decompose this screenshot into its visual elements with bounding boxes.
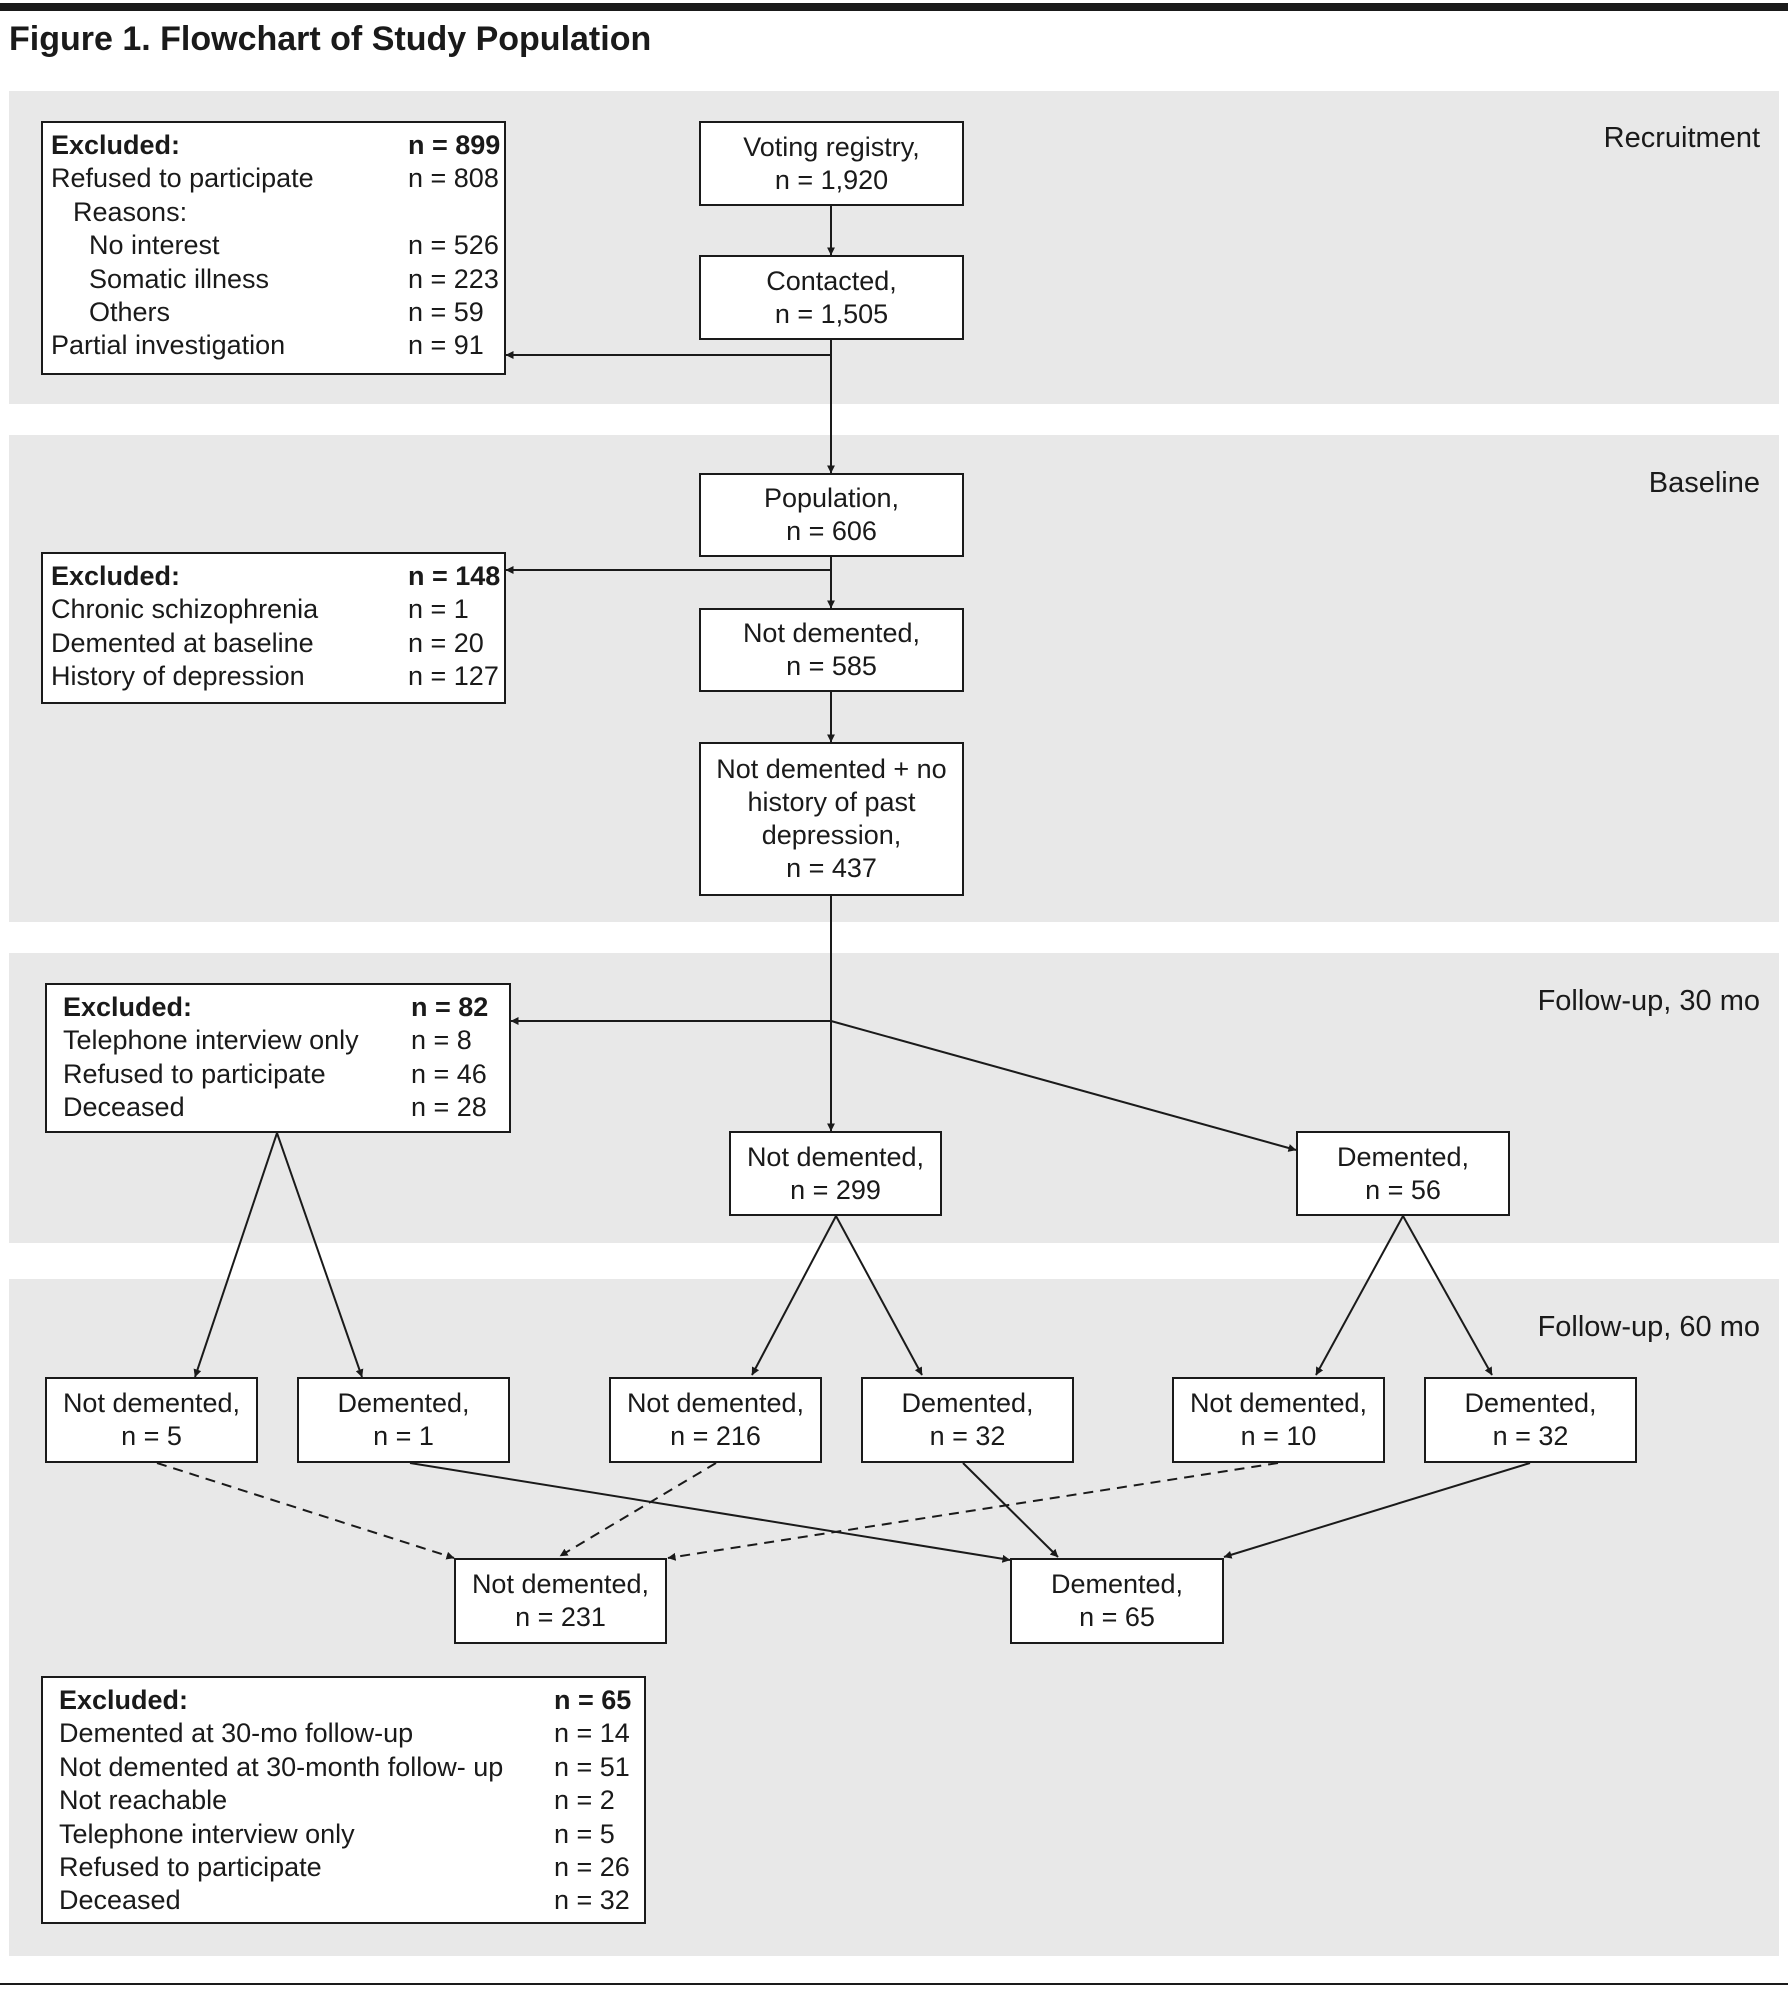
node-fu60-not-demented-10: Not demented,n = 10 bbox=[1172, 1377, 1385, 1463]
arrow-to-fu30-demented bbox=[830, 1020, 1297, 1152]
bottom-rule bbox=[0, 1983, 1788, 1985]
excluded-row: Demented at baseline n = 20 bbox=[51, 627, 484, 658]
node-fu60-demented-1: Demented,n = 1 bbox=[297, 1377, 510, 1463]
excluded-header: Excluded: n = 65 bbox=[59, 1685, 632, 1715]
excluded-row: Telephone interview only n = 8 bbox=[63, 1025, 472, 1056]
excluded-row: Telephone interview only n = 5 bbox=[59, 1818, 615, 1849]
section-label-baseline: Baseline bbox=[1648, 467, 1760, 499]
node-not-demented-no-depression-437: Not demented + no history of past depres… bbox=[699, 742, 964, 896]
arrow-nd5-to-final-nd bbox=[156, 1462, 455, 1560]
node-fu60-not-demented-216: Not demented,n = 216 bbox=[609, 1377, 822, 1463]
excluded-header: Excluded: n = 82 bbox=[63, 992, 489, 1022]
node-fu60-demented-32b: Demented,n = 32 bbox=[1424, 1377, 1637, 1463]
node-final-not-demented-231: Not demented,n = 231 bbox=[454, 1558, 667, 1644]
arrow-nd10-to-final-nd bbox=[667, 1462, 1279, 1561]
excluded-box-followup-60: Excluded: n = 65 Demented at 30-mo follo… bbox=[41, 1676, 646, 1924]
arrow-56-to-nd10 bbox=[1315, 1215, 1404, 1376]
excluded-row: Deceased n = 28 bbox=[63, 1092, 487, 1123]
excluded-row: Demented at 30-mo follow-up n = 14 bbox=[59, 1718, 630, 1749]
arrow-56-to-d32 bbox=[1402, 1215, 1493, 1376]
excluded-row: Refused to participate n = 808 bbox=[51, 163, 499, 194]
node-population: Population,n = 606 bbox=[699, 473, 964, 557]
section-label-recruitment: Recruitment bbox=[1603, 122, 1760, 154]
excluded-row: History of depression n = 127 bbox=[51, 661, 499, 692]
excluded-row: Refused to participate n = 26 bbox=[59, 1851, 630, 1882]
section-label-followup-30: Follow-up, 30 mo bbox=[1537, 985, 1760, 1017]
excluded-row: Deceased n = 32 bbox=[59, 1885, 630, 1916]
arrow-excl30-to-d1 bbox=[276, 1132, 364, 1378]
excluded-row: Not demented at 30-month follow- up n = … bbox=[59, 1751, 630, 1782]
excluded-box-baseline: Excluded: n = 148 Chronic schizophrenia … bbox=[41, 552, 506, 704]
arrow-d1-to-final-d bbox=[409, 1462, 1011, 1563]
arrow-excl30-to-nd5 bbox=[193, 1132, 278, 1378]
node-contacted: Contacted,n = 1,505 bbox=[699, 255, 964, 340]
excluded-header: Excluded: n = 899 bbox=[51, 130, 501, 160]
top-rule bbox=[0, 3, 1788, 11]
excluded-header: Excluded: n = 148 bbox=[51, 561, 501, 591]
node-fu60-demented-32: Demented,n = 32 bbox=[861, 1377, 1074, 1463]
excluded-row: Not reachable n = 2 bbox=[59, 1785, 615, 1816]
section-label-followup-60: Follow-up, 60 mo bbox=[1537, 1311, 1760, 1343]
excluded-row: Refused to participate n = 46 bbox=[63, 1058, 487, 1089]
node-not-demented-585: Not demented,n = 585 bbox=[699, 608, 964, 692]
arrow-d32-to-final-d bbox=[962, 1462, 1059, 1558]
figure-title: Figure 1. Flowchart of Study Population bbox=[9, 20, 652, 58]
excluded-row: Somatic illness n = 223 bbox=[89, 263, 499, 294]
node-fu30-demented-56: Demented,n = 56 bbox=[1296, 1131, 1510, 1216]
excluded-row: Others n = 59 bbox=[89, 296, 484, 327]
excluded-box-followup-30: Excluded: n = 82 Telephone interview onl… bbox=[45, 983, 511, 1133]
arrow-d32c-to-final-d bbox=[1223, 1462, 1531, 1559]
excluded-row: Partial investigation n = 91 bbox=[51, 330, 484, 361]
arrow-299-to-d32 bbox=[835, 1215, 923, 1376]
excluded-row: No interest n = 526 bbox=[89, 230, 499, 261]
node-fu60-not-demented-5: Not demented,n = 5 bbox=[45, 1377, 258, 1463]
arrow-299-to-nd216 bbox=[751, 1215, 837, 1376]
excluded-row: Chronic schizophrenia n = 1 bbox=[51, 594, 469, 625]
arrow-nd216-to-final-nd bbox=[559, 1462, 717, 1557]
excluded-row: Reasons: bbox=[73, 196, 188, 227]
node-fu30-not-demented-299: Not demented,n = 299 bbox=[729, 1131, 942, 1216]
node-voting-registry: Voting registry,n = 1,920 bbox=[699, 121, 964, 206]
excluded-box-recruitment: Excluded: n = 899 Refused to participate… bbox=[41, 121, 506, 375]
node-final-demented-65: Demented,n = 65 bbox=[1010, 1558, 1224, 1644]
